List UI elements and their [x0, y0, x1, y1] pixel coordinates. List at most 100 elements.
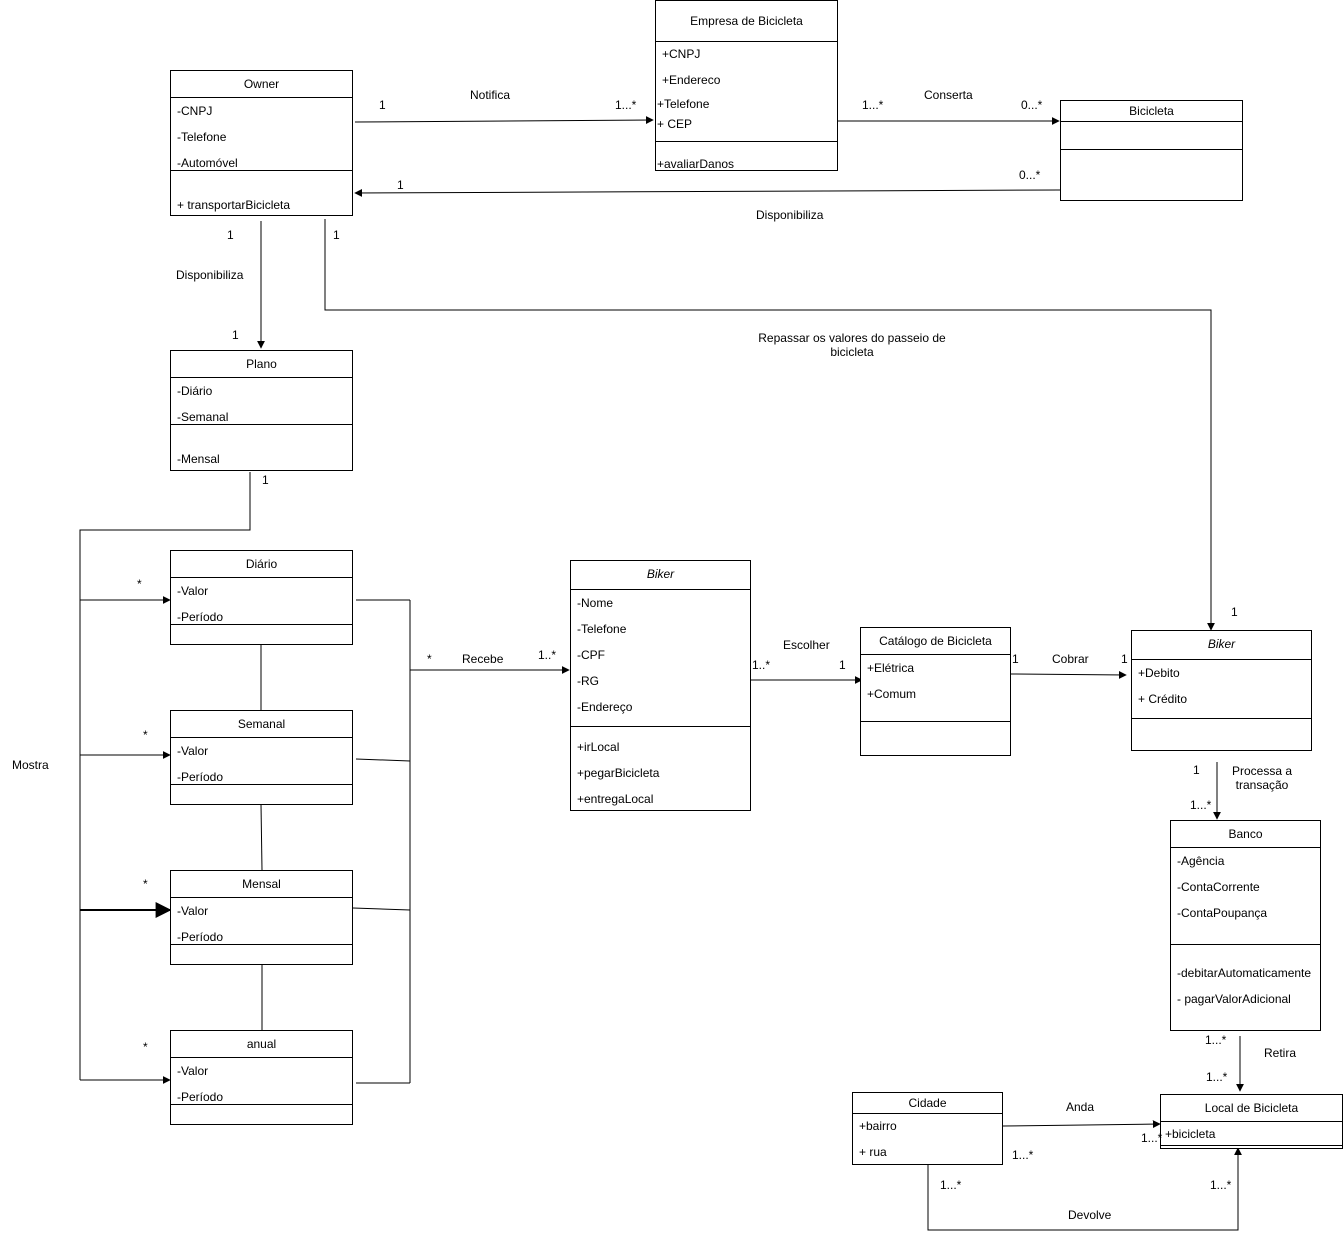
label-conserta: Conserta	[924, 88, 973, 102]
plano-separator	[171, 424, 352, 425]
mult-catalogo-cobrar: 1	[1012, 652, 1019, 666]
mensal-separator	[171, 944, 352, 945]
biker-attr-endereco: -Endereço	[577, 700, 633, 714]
mensal-attr-periodo: -Período	[177, 930, 224, 944]
diario-attr-valor: -Valor	[177, 584, 209, 598]
class-biker-account[interactable]: Biker +Debito + Crédito	[1131, 630, 1312, 751]
mult-owner-repassar: 1	[333, 228, 340, 242]
catalogo-separator	[861, 721, 1010, 722]
label-escolher: Escolher	[783, 638, 830, 652]
banco-separator	[1171, 944, 1320, 945]
anual-attr-valor: -Valor	[177, 1064, 209, 1078]
recebe-mensal	[352, 907, 411, 911]
owner-op-transportar: + transportarBicicleta	[177, 198, 291, 212]
label-processa: Processa a transação	[1231, 764, 1293, 792]
class-banco[interactable]: Banco -Agência -ContaCorrente -ContaPoup…	[1170, 820, 1321, 1031]
class-bicicleta-name: Bicicleta	[1061, 101, 1242, 122]
mult-owner-notifica: 1	[379, 98, 386, 112]
empresa-op-avaliar: +avaliarDanos	[657, 157, 735, 171]
mult-empresa-notifica: 1...*	[615, 98, 637, 112]
mult-local-retira: 1...*	[1206, 1070, 1228, 1084]
empresa-attr-cnpj: +CNPJ	[662, 47, 701, 61]
plano-op-mensal: -Mensal	[177, 452, 220, 466]
class-mensal[interactable]: Mensal -Valor -Período	[170, 870, 353, 965]
mult-local-anda: 1...*	[1141, 1131, 1163, 1145]
semanal-mensal-link	[260, 803, 263, 871]
biker-attr-cpf: -CPF	[577, 648, 605, 662]
mult-banco-processa: 1...*	[1190, 798, 1212, 812]
class-anual[interactable]: anual -Valor -Período	[170, 1030, 353, 1125]
banco-op-debitar: -debitarAutomaticamente	[1177, 966, 1312, 980]
mult-mensal-star: *	[143, 877, 148, 891]
label-mostra: Mostra	[12, 758, 49, 772]
mult-owner-plano: 1	[227, 228, 234, 242]
recebe-semanal	[355, 758, 411, 762]
class-semanal[interactable]: Semanal -Valor -Período	[170, 710, 353, 805]
mult-empresa-conserta: 1...*	[862, 98, 884, 112]
mostra-trunk	[79, 472, 251, 1080]
owner-attr-telefone: -Telefone	[177, 130, 227, 144]
label-devolve: Devolve	[1068, 1208, 1112, 1222]
semanal-attr-periodo: -Período	[177, 770, 224, 784]
mult-biker2-cobrar: 1	[1121, 652, 1128, 666]
class-biker[interactable]: Biker -Nome -Telefone -CPF -RG -Endereço…	[570, 560, 751, 811]
biker-op-pegar: +pegarBicicleta	[577, 766, 660, 780]
owner-attr-cnpj: -CNPJ	[177, 104, 213, 118]
mensal-attr-valor: -Valor	[177, 904, 209, 918]
empresa-attr-cep: + CEP	[657, 117, 693, 131]
cidade-attr-bairro: +bairro	[859, 1119, 897, 1133]
biker-account-attr-debito: +Debito	[1138, 666, 1180, 680]
banco-attr-contapoupanca: -ContaPoupança	[1177, 906, 1268, 920]
mult-bicicleta-conserta: 0...*	[1021, 98, 1043, 112]
mult-anual-star: *	[143, 1040, 148, 1054]
mult-plano-mostra: 1	[262, 473, 269, 487]
class-cidade[interactable]: Cidade +bairro + rua	[852, 1092, 1003, 1165]
bicicleta-separator	[1061, 149, 1242, 150]
mult-catalogo-escolher: 1	[839, 658, 846, 672]
mult-biker2-repassar: 1	[1231, 605, 1238, 619]
mult-semanal-star: *	[143, 728, 148, 742]
class-diario-name: Diário	[171, 551, 352, 578]
label-disponibiliza-bicicleta: Disponibiliza	[756, 208, 824, 222]
mult-biker-recebe: 1..*	[538, 648, 557, 662]
owner-attr-automovel: -Automóvel	[177, 156, 238, 170]
class-anual-name: anual	[171, 1031, 352, 1058]
plano-attr-diario: -Diário	[177, 384, 213, 398]
cobrar-line	[1009, 670, 1127, 679]
banco-attr-contacorrente: -ContaCorrente	[1177, 880, 1260, 894]
biker-separator	[571, 726, 750, 727]
label-disponibiliza-plano: Disponibiliza	[176, 268, 244, 282]
class-owner[interactable]: Owner -CNPJ -Telefone -Automóvel + trans…	[170, 70, 353, 216]
diario-separator	[171, 624, 352, 625]
mult-banco-retira: 1...*	[1205, 1033, 1227, 1047]
class-plano-name: Plano	[171, 351, 352, 378]
biker-op-entrega: +entregaLocal	[577, 792, 654, 806]
biker-account-attr-credito: + Crédito	[1138, 692, 1188, 706]
label-notifica: Notifica	[470, 88, 511, 102]
mult-cidade-devolve: 1...*	[940, 1178, 962, 1192]
class-catalogo[interactable]: Catálogo de Bicicleta +Elétrica +Comum	[860, 627, 1011, 756]
anda-line	[1002, 1120, 1161, 1129]
class-mensal-name: Mensal	[171, 871, 352, 898]
anual-separator	[171, 1104, 352, 1105]
label-retira: Retira	[1264, 1046, 1297, 1060]
class-empresa[interactable]: Empresa de Bicicleta +CNPJ +Endereco +Te…	[655, 0, 838, 171]
biker-account-separator	[1132, 718, 1311, 719]
class-local-name: Local de Bicicleta	[1161, 1095, 1342, 1122]
mult-biker2-processa: 1	[1193, 763, 1200, 777]
anual-attr-periodo: -Período	[177, 1090, 224, 1104]
cidade-attr-rua: + rua	[859, 1145, 887, 1159]
class-local[interactable]: Local de Bicicleta +bicicleta	[1160, 1094, 1343, 1149]
class-bicicleta[interactable]: Bicicleta	[1060, 100, 1243, 201]
mult-recebe-star: *	[427, 652, 432, 666]
class-plano[interactable]: Plano -Diário -Semanal -Mensal	[170, 350, 353, 471]
catalogo-attr-comum: +Comum	[867, 687, 917, 701]
class-banco-name: Banco	[1171, 821, 1320, 848]
class-biker-account-name: Biker	[1132, 631, 1311, 660]
mult-cidade-anda: 1...*	[1012, 1148, 1034, 1162]
semanal-attr-valor: -Valor	[177, 744, 209, 758]
empresa-attr-endereco: +Endereco	[662, 73, 721, 87]
mult-biker-escolher: 1..*	[752, 658, 771, 672]
class-diario[interactable]: Diário -Valor -Período	[170, 550, 353, 645]
